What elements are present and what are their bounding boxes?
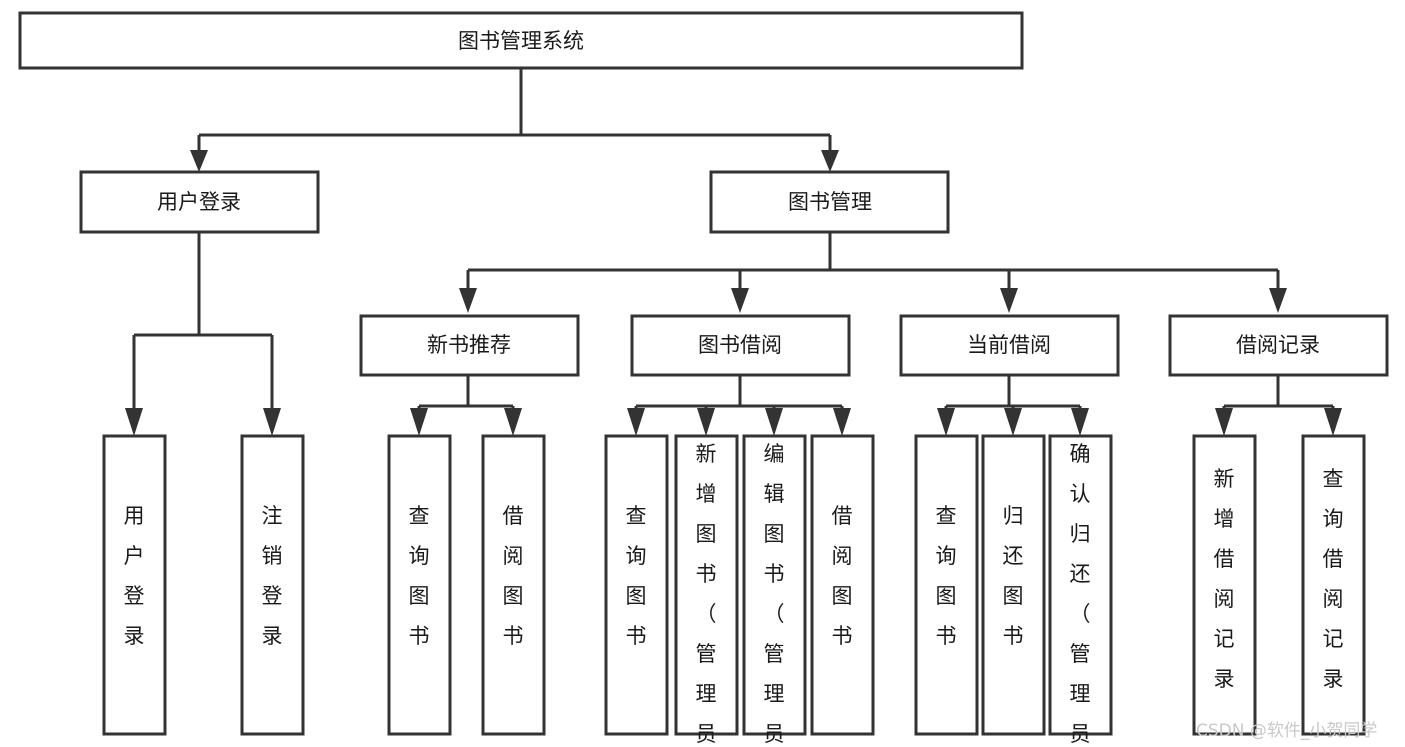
node-label-root: 图书管理系统 — [458, 29, 584, 53]
node-label-leaf-logout-login: 注销登录 — [262, 504, 283, 648]
node-label-leaf-confirm-return: 确认归还（管理员） — [1070, 442, 1091, 747]
node-label-book-borrow: 图书借阅 — [698, 333, 782, 357]
node-label-leaf-query-book-1: 查询图书 — [409, 504, 430, 648]
leaf-node-edit-book[interactable]: 编辑图书（管理员） — [742, 434, 807, 747]
arrow-head-user-login — [190, 150, 208, 172]
node-label-book-management: 图书管理 — [788, 190, 872, 214]
leaf-node-add-record[interactable]: 新增借阅记录 — [1192, 434, 1257, 736]
node-label-new-book-recommend: 新书推荐 — [427, 333, 511, 357]
leaf-node-borrow-book-1[interactable]: 借阅图书 — [481, 434, 546, 736]
leaf-node-query-book-1[interactable]: 查询图书 — [387, 434, 452, 736]
node-box-book-borrow — [630, 314, 851, 377]
arrow-head-borrow-record — [1269, 288, 1287, 313]
node-book-management[interactable]: 图书管理 — [709, 170, 950, 234]
arrow-head-leaf-query-record — [1324, 408, 1342, 436]
arrow-head-leaf-query-book-1 — [410, 408, 428, 436]
node-box-borrow-record — [1168, 314, 1389, 377]
node-box-leaf-confirm-return — [1048, 434, 1113, 736]
node-box-leaf-user-login — [102, 434, 167, 736]
node-box-leaf-logout-login — [240, 434, 305, 736]
arrow-head-leaf-confirm-return — [1071, 408, 1089, 436]
arrow-head-leaf-query-book-2 — [627, 408, 645, 436]
node-label-leaf-add-record: 新增借阅记录 — [1214, 467, 1235, 691]
arrow-head-new-book-recommend — [459, 288, 477, 313]
arrow-head-leaf-user-login — [125, 408, 143, 436]
arrow-head-leaf-query-book-3 — [937, 408, 955, 436]
arrow-head-leaf-return-book — [1004, 408, 1022, 436]
node-label-leaf-query-record: 查询借阅记录 — [1323, 467, 1344, 691]
node-book-borrow[interactable]: 图书借阅 — [630, 314, 851, 377]
node-box-leaf-query-book-2 — [604, 434, 669, 736]
node-label-leaf-add-book: 新增图书（管理员） — [696, 442, 717, 747]
node-label-current-borrow: 当前借阅 — [967, 333, 1051, 357]
arrow-head-book-management — [821, 150, 839, 172]
arrow-head-leaf-borrow-book-1 — [504, 408, 522, 436]
node-box-leaf-add-book — [674, 434, 739, 736]
node-label-leaf-query-book-2: 查询图书 — [626, 504, 647, 648]
node-box-book-management — [709, 170, 950, 234]
leaf-node-query-book-2[interactable]: 查询图书 — [604, 434, 669, 736]
node-label-leaf-edit-book: 编辑图书（管理员） — [764, 442, 785, 747]
node-new-book-recommend[interactable]: 新书推荐 — [359, 314, 580, 377]
leaf-node-borrow-book-2[interactable]: 借阅图书 — [810, 434, 875, 736]
node-book-management-system[interactable]: 图书管理系统 — [18, 11, 1024, 70]
arrow-head-leaf-logout-login — [263, 408, 281, 436]
node-user-login[interactable]: 用户登录 — [79, 170, 320, 234]
node-current-borrow[interactable]: 当前借阅 — [899, 314, 1120, 377]
connector-layer — [125, 68, 1342, 436]
node-box-leaf-query-book-3 — [914, 434, 979, 736]
node-label-leaf-query-book-3: 查询图书 — [936, 504, 957, 648]
leaf-node-return-book[interactable]: 归还图书 — [981, 434, 1046, 736]
node-borrow-record[interactable]: 借阅记录 — [1168, 314, 1389, 377]
node-label-user-login: 用户登录 — [157, 190, 241, 214]
node-label-leaf-return-book: 归还图书 — [1003, 504, 1024, 648]
arrow-head-leaf-add-record — [1215, 408, 1233, 436]
node-box-leaf-query-record — [1301, 434, 1366, 736]
node-label-leaf-borrow-book-1: 借阅图书 — [503, 504, 524, 648]
leaf-node-query-record[interactable]: 查询借阅记录 — [1301, 434, 1366, 736]
node-box-leaf-edit-book — [742, 434, 807, 736]
leaf-node-add-book[interactable]: 新增图书（管理员） — [674, 434, 739, 747]
leaf-node-user-login[interactable]: 用户登录 — [102, 434, 167, 736]
node-box-root — [18, 11, 1024, 70]
arrow-head-leaf-add-book — [697, 408, 715, 436]
node-box-leaf-borrow-book-1 — [481, 434, 546, 736]
node-label-leaf-user-login: 用户登录 — [124, 504, 145, 648]
watermark-text: CSDN @软件_小贺同学 — [1196, 721, 1377, 741]
arrow-head-leaf-borrow-book-2 — [833, 408, 851, 436]
node-box-new-book-recommend — [359, 314, 580, 377]
node-box-leaf-return-book — [981, 434, 1046, 736]
leaf-node-query-book-3[interactable]: 查询图书 — [914, 434, 979, 736]
node-box-leaf-query-book-1 — [387, 434, 452, 736]
node-box-leaf-add-record — [1192, 434, 1257, 736]
node-label-leaf-borrow-book-2: 借阅图书 — [832, 504, 853, 648]
arrow-head-leaf-edit-book — [765, 408, 783, 436]
arrow-head-book-borrow — [731, 288, 749, 313]
leaf-node-logout-login[interactable]: 注销登录 — [240, 434, 305, 736]
node-box-user-login — [79, 170, 320, 234]
leaf-node-confirm-return[interactable]: 确认归还（管理员） — [1048, 434, 1113, 747]
node-label-borrow-record: 借阅记录 — [1236, 333, 1320, 357]
node-box-leaf-borrow-book-2 — [810, 434, 875, 736]
node-box-current-borrow — [899, 314, 1120, 377]
arrow-head-current-borrow — [1000, 288, 1018, 313]
